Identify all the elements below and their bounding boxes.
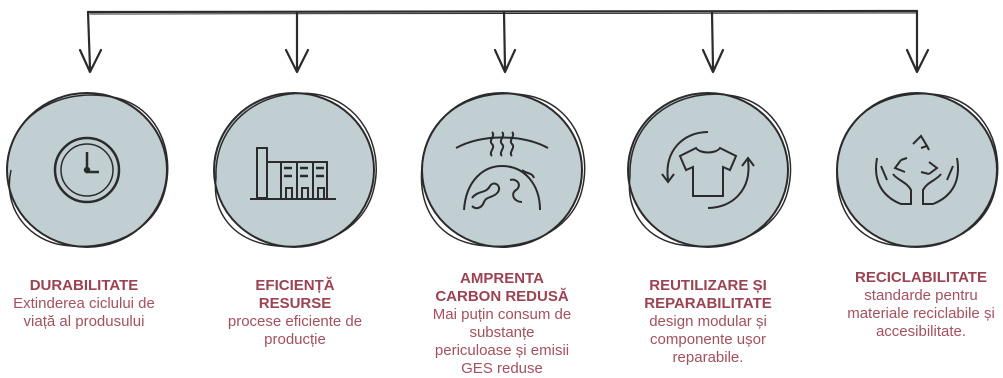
label-title: RECICLABILITATE [855,269,987,286]
circle-recyclability [836,92,999,248]
label-title: REUTILIZARE ȘI REPARABILITATE [644,277,772,312]
branch-5 [905,9,930,74]
circle-durability [6,92,169,248]
factory-icon [250,147,336,200]
circle-reuse [627,92,792,248]
label-title: AMPRENTA CARBON REDUSĂ [435,270,569,305]
top-bar [86,9,919,14]
connector-lines [78,9,930,74]
tshirt-cycle-icon [661,131,755,209]
label-title: EFICIENȚĂ RESURSE [255,277,335,312]
planet-heat-icon [455,131,549,211]
branch-4 [701,10,725,74]
label-description: Extinderea ciclului de viață al produsul… [13,295,155,330]
branch-2 [284,10,310,74]
label-title: DURABILITATE [29,277,139,294]
label-carbon: AMPRENTA CARBON REDUSĂ Mai puțin consum … [430,270,574,378]
recycle-hands-icon [875,134,959,205]
label-durability: DURABILITATE Extinderea ciclului de viaț… [2,277,166,331]
label-description: Mai puțin consum de substanțe periculoas… [432,306,572,377]
circle-carbon [420,92,586,248]
label-resources: EFICIENȚĂ RESURSE procese eficiente de p… [222,277,368,349]
branch-1 [78,10,103,74]
label-description: procese eficiente de producție [227,313,363,348]
label-reuse: REUTILIZARE ȘI REPARABILITATE design mod… [634,277,782,367]
label-recyclability: RECICLABILITATE standarde pentru materia… [840,269,1002,341]
circle-resources [213,92,377,248]
clock-icon [53,136,121,204]
branch-3 [493,10,517,74]
label-description: design modular și componente ușor repara… [649,313,767,366]
label-description: standarde pentru materiale reciclabile ș… [847,287,995,340]
